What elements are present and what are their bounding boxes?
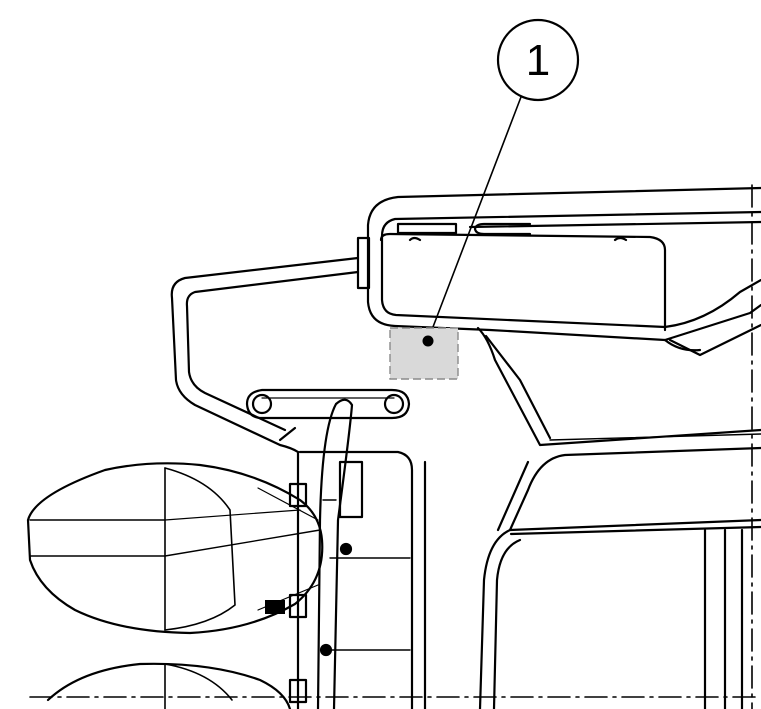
highlight-box (389, 327, 459, 380)
step-bracket (338, 460, 364, 519)
center-lines (29, 184, 761, 709)
cab-front (476, 326, 761, 709)
headlight-lower (46, 662, 292, 709)
headlight-upper (26, 462, 324, 635)
callout-number: 1 (526, 36, 550, 85)
target-dot (422, 335, 434, 347)
callout-1 (427, 18, 580, 341)
callout-circle (496, 18, 580, 102)
door-panel (288, 450, 427, 709)
grab-handle (245, 388, 411, 420)
highlight-zone (389, 327, 459, 380)
cab-roof (356, 186, 761, 357)
mirror-arm (170, 256, 360, 454)
handrail (316, 398, 354, 709)
roof-light-bar (396, 222, 458, 235)
